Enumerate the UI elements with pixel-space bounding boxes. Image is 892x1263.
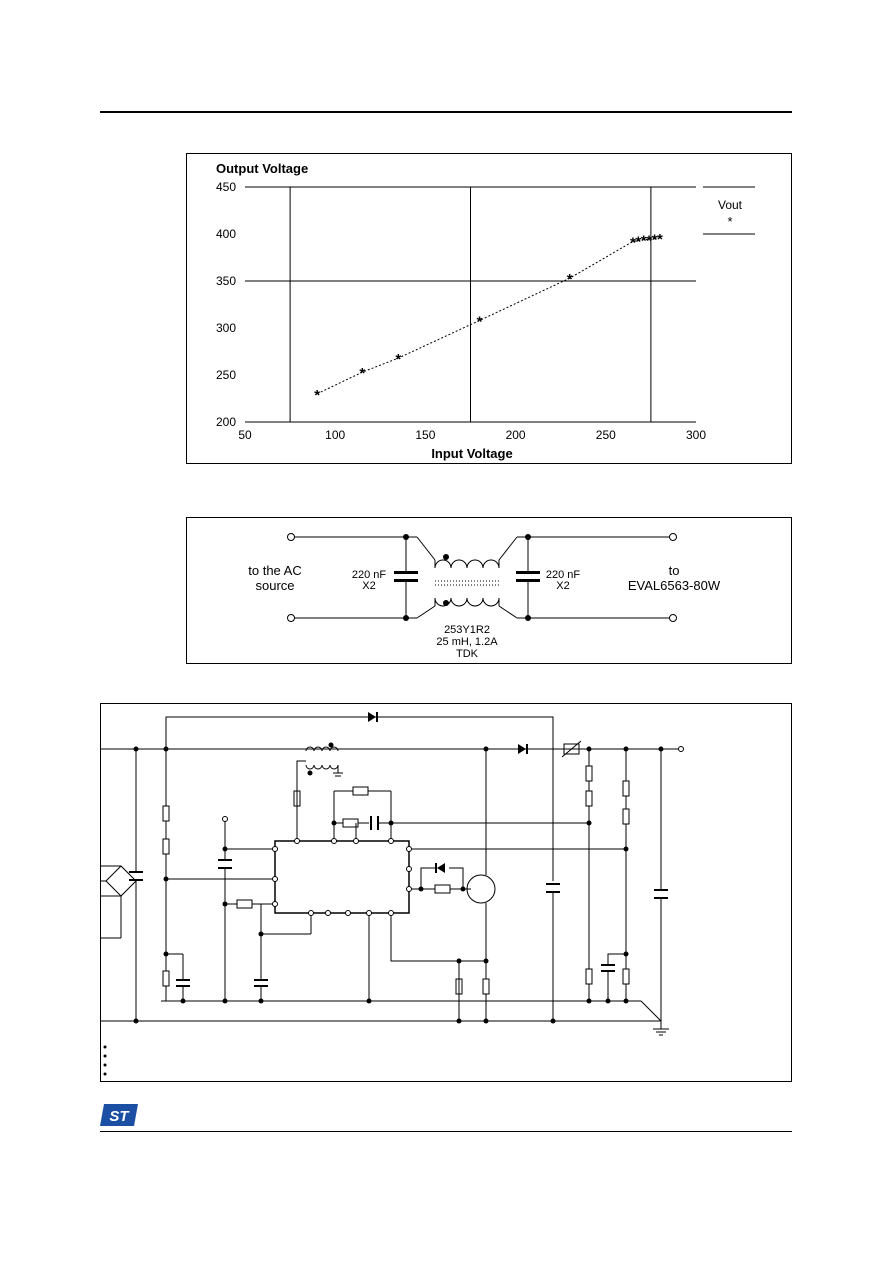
output-voltage-chart: Output Voltage Input Voltage 50 100 150 200… [216,161,755,461]
x-tick-label: 150 [415,428,435,442]
y-tick-label: 350 [216,274,236,288]
cap-left-class: X2 [362,580,375,592]
chart-y-axis-title: Output Voltage [216,161,308,176]
vout-series: *********** [314,231,663,404]
vout-data-point: * [646,233,652,250]
st-logo-mark: ST [100,1104,138,1126]
vout-data-point: * [641,233,647,250]
choke-rating: 25 mH, 1.2A [436,636,498,648]
ac-source-label-1: to the AC [248,563,301,578]
st-logo-text: ST [109,1108,130,1125]
x-tick-label: 100 [325,428,345,442]
pfc-circuit-schematic: ~ [7,712,684,1076]
emi-filter-frame: to the AC source 220 nF X2 220 nF X2 to … [186,517,792,664]
x-tick-label: 250 [596,428,616,442]
chart-x-axis-title: Input Voltage [431,446,512,461]
choke-part-number: 253Y1R2 [444,624,490,636]
st-logo: ST [100,1104,138,1126]
choke-manufacturer: TDK [456,648,479,660]
vout-data-point: * [477,313,483,330]
vout-data-point: * [630,235,636,252]
y-tick-label: 400 [216,227,236,241]
footer-rule [100,1131,792,1132]
output-label-1: to [669,563,680,578]
header-rule [100,111,792,113]
y-tick-label: 250 [216,368,236,382]
vout-data-point: * [635,234,641,251]
emi-filter-schematic: to the AC source 220 nF X2 220 nF X2 to … [248,533,721,660]
y-tick-label: 300 [216,321,236,335]
cap-right-class: X2 [556,580,569,592]
vout-trend-line [316,237,661,395]
vout-data-point: * [314,387,320,404]
cap-left-value: 220 nF [352,569,387,581]
pfc-schematic-frame: ~ [7,703,792,1082]
y-tick-label: 450 [216,180,236,194]
x-tick-label: 50 [238,428,252,442]
vout-data-point: * [657,231,663,248]
vout-data-point: * [395,351,401,368]
y-tick-label: 200 [216,415,236,429]
output-label-2: EVAL6563-80W [628,578,721,593]
legend-label-vout: Vout [718,198,743,212]
chart-grid [245,186,696,423]
chart-legend: Vout * [703,186,755,235]
chart-tick-labels: 50 100 150 200 250 300 200 250 300 350 400 450 [216,180,706,442]
x-tick-label: 200 [506,428,526,442]
cap-right-value: 220 nF [546,569,581,581]
vout-data-point: * [359,365,365,382]
ac-source-label-2: source [255,578,294,593]
legend-marker-vout: * [727,214,732,229]
x-tick-label: 300 [686,428,706,442]
vout-data-point: * [567,271,573,288]
vout-data-point: * [652,232,658,249]
chart-frame: Output Voltage Input Voltage 50 100 150 200… [186,153,792,464]
